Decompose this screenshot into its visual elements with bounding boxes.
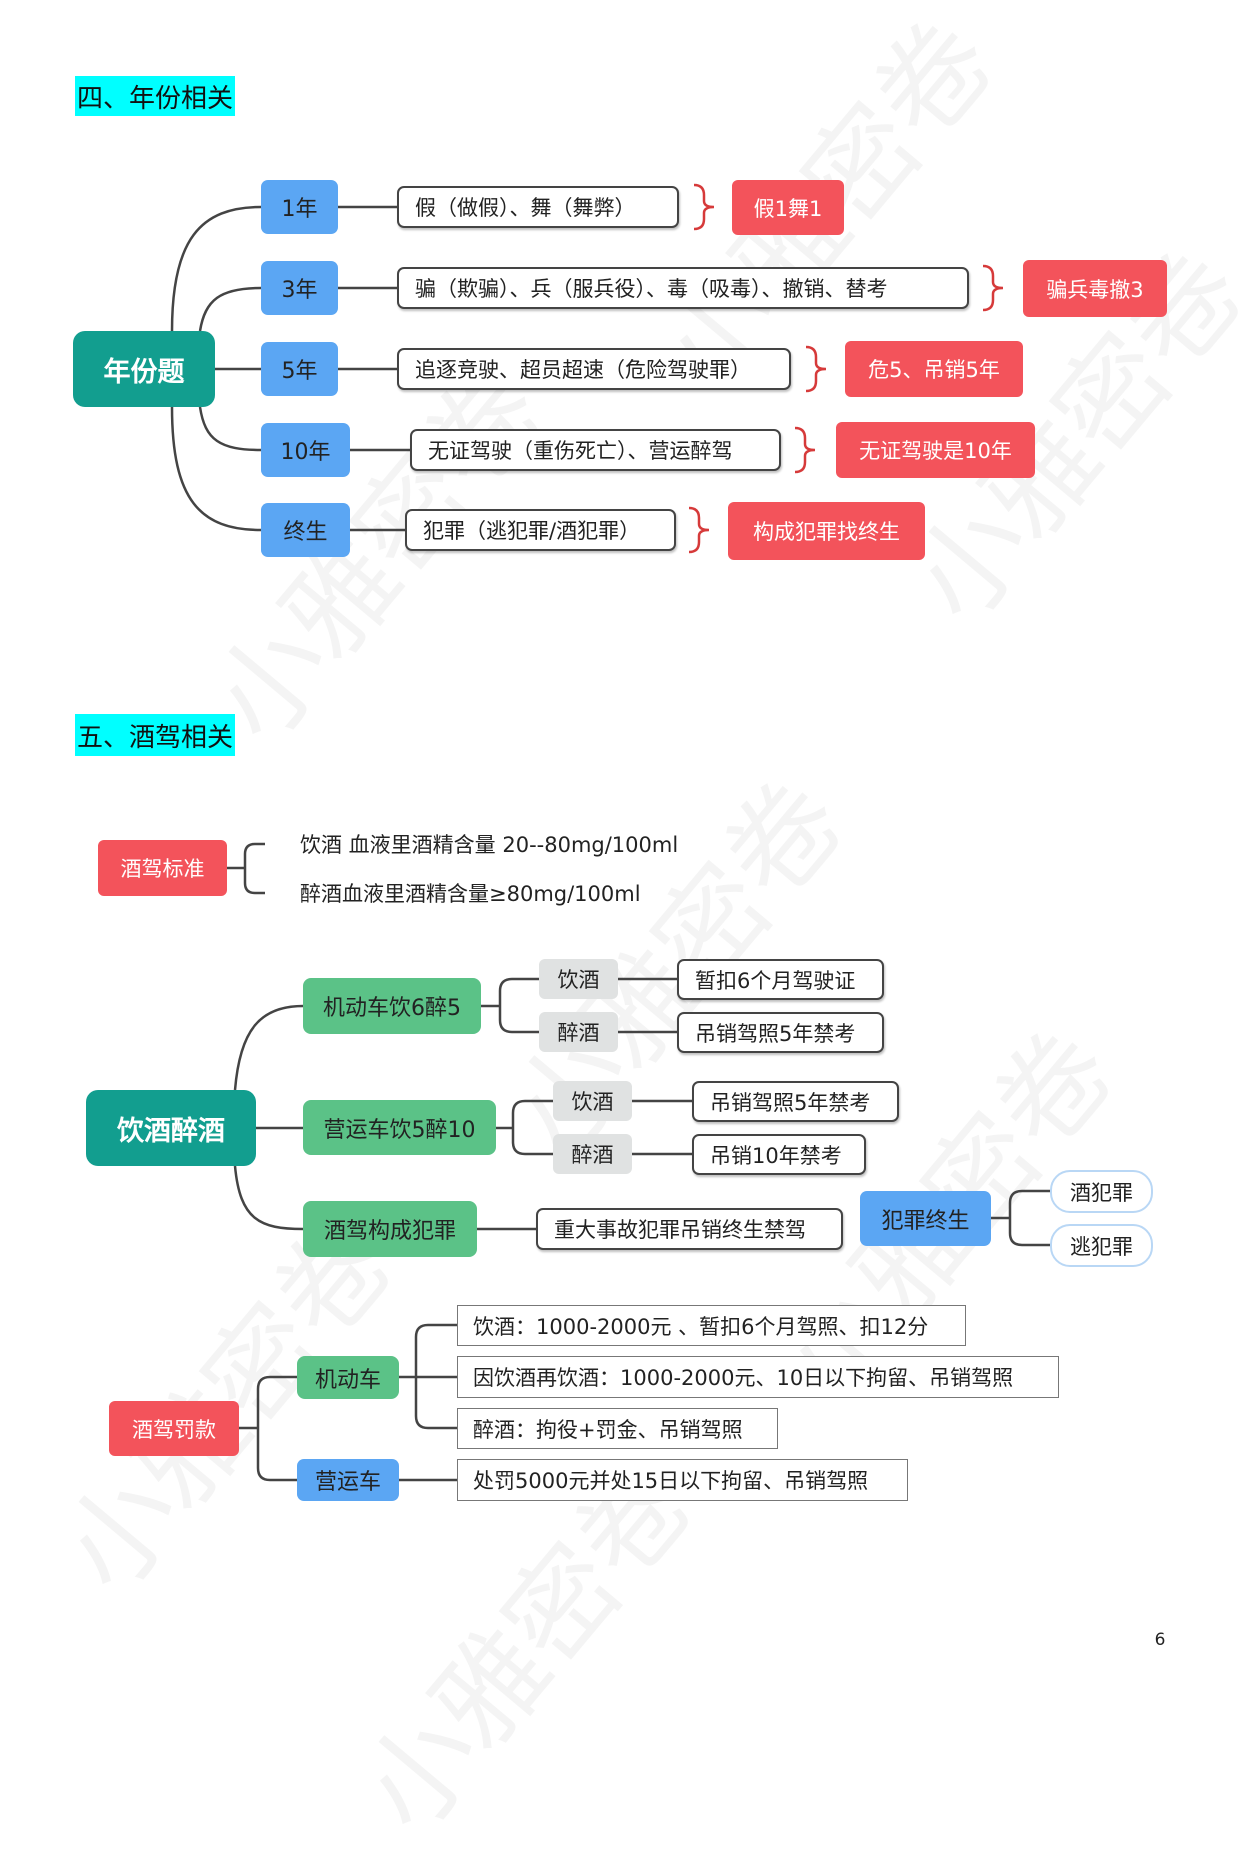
drink-node: 饮酒 xyxy=(553,1081,632,1121)
year-node: 3年 xyxy=(261,261,338,315)
year-content-node: 骗（欺骗）、兵（服兵役）、毒（吸毒）、撤销、替考 xyxy=(397,267,969,309)
year-content-node: 无证驾驶（重伤死亡）、营运醉驾 xyxy=(410,429,781,471)
fine-item: 醉酒：拘役+罚金、吊销驾照 xyxy=(457,1408,778,1449)
drunk-node: 醉酒 xyxy=(539,1012,618,1052)
motor-vehicle-node: 机动车饮6醉5 xyxy=(303,978,481,1034)
fine-item: 饮酒：1000-2000元 、暂扣6个月驾照、扣12分 xyxy=(457,1305,966,1346)
penalty-node: 吊销驾照5年禁考 xyxy=(677,1012,884,1053)
years-root-node: 年份题 xyxy=(73,331,215,407)
fines-commercial-node: 营运车 xyxy=(297,1459,399,1501)
standard-node: 酒驾标准 xyxy=(98,840,227,896)
year-node: 10年 xyxy=(261,423,350,477)
brace-icon xyxy=(794,426,816,474)
lifetime-crime-node: 犯罪终生 xyxy=(860,1191,991,1246)
brace-icon xyxy=(982,264,1004,312)
year-content-node: 犯罪（逃犯罪/酒犯罪） xyxy=(405,509,676,551)
crime-node: 酒驾构成犯罪 xyxy=(303,1201,477,1257)
year-node: 1年 xyxy=(261,180,338,234)
commercial-vehicle-node: 营运车饮5醉10 xyxy=(303,1100,496,1155)
mnemonic-node: 构成犯罪找终生 xyxy=(728,502,925,560)
fine-item: 因饮酒再饮酒：1000-2000元、10日以下拘留、吊销驾照 xyxy=(457,1356,1059,1398)
drunk-node: 醉酒 xyxy=(553,1134,632,1174)
fines-node: 酒驾罚款 xyxy=(109,1401,239,1456)
section-heading-years: 四、年份相关 xyxy=(75,76,236,116)
drink-root-node: 饮酒醉酒 xyxy=(86,1090,256,1166)
brace-icon xyxy=(693,183,715,231)
penalty-node: 暂扣6个月驾驶证 xyxy=(677,959,884,1000)
drink-node: 饮酒 xyxy=(539,959,618,999)
page-number: 6 xyxy=(1154,1630,1166,1650)
crime-type-node: 逃犯罪 xyxy=(1050,1224,1153,1267)
mnemonic-node: 骗兵毒撤3 xyxy=(1023,260,1167,317)
penalty-node: 吊销驾照5年禁考 xyxy=(692,1081,899,1122)
year-content-node: 追逐竞驶、超员超速（危险驾驶罪） xyxy=(397,348,791,390)
section-heading-drunk-driving: 五、酒驾相关 xyxy=(75,714,236,756)
fine-item: 处罚5000元并处15日以下拘留、吊销驾照 xyxy=(457,1459,908,1501)
fines-motor-node: 机动车 xyxy=(297,1356,399,1399)
penalty-node: 重大事故犯罪吊销终生禁驾 xyxy=(536,1208,843,1250)
brace-icon xyxy=(805,345,827,393)
standard-item: 饮酒 血液里酒精含量 20--80mg/100ml xyxy=(300,833,679,857)
standard-item: 醉酒血液里酒精含量≥80mg/100ml xyxy=(300,882,641,906)
year-node: 5年 xyxy=(261,342,338,396)
mnemonic-node: 无证驾驶是10年 xyxy=(836,422,1035,478)
brace-icon xyxy=(688,506,710,554)
year-content-node: 假（做假）、舞（舞弊） xyxy=(397,186,679,228)
crime-type-node: 酒犯罪 xyxy=(1050,1170,1153,1213)
connector-lines xyxy=(170,183,1050,1482)
penalty-node: 吊销10年禁考 xyxy=(692,1134,866,1175)
mnemonic-node: 假1舞1 xyxy=(732,180,844,235)
mnemonic-node: 危5、吊销5年 xyxy=(845,341,1023,397)
year-node: 终生 xyxy=(261,503,350,557)
